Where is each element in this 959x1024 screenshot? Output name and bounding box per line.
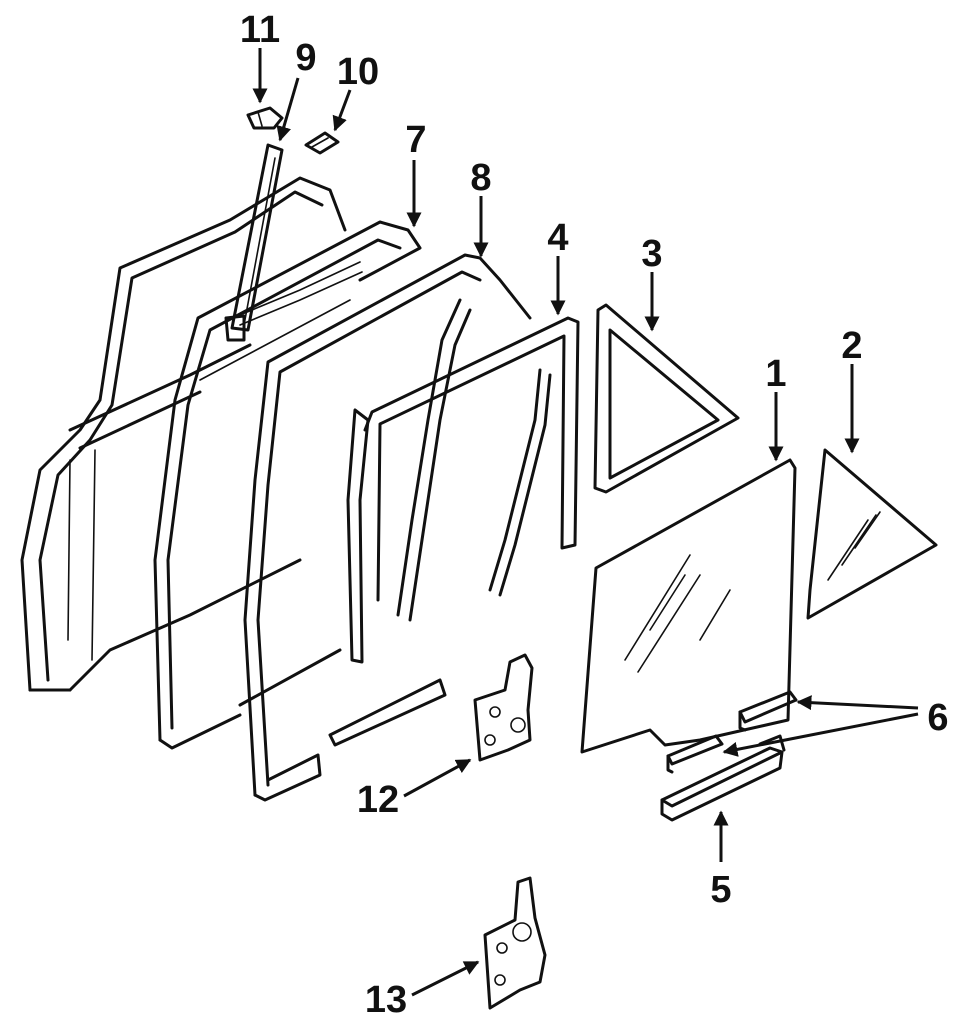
leader-12 xyxy=(403,758,472,798)
leader-13 xyxy=(411,960,480,997)
leader-6a xyxy=(796,695,919,711)
callout-13: 13 xyxy=(365,979,407,1021)
callout-9: 9 xyxy=(295,37,316,79)
callout-6: 6 xyxy=(927,697,948,739)
callout-labels: 11 9 10 7 8 4 3 1 2 6 5 12 13 xyxy=(240,9,949,1021)
door-shell xyxy=(20,176,347,692)
vent-frame-part-3 xyxy=(593,303,740,494)
lower-sash-part-5 xyxy=(660,734,786,822)
weatherstrip-part-8 xyxy=(243,253,532,802)
weatherstrip-part-7 xyxy=(153,220,422,750)
leader-6b xyxy=(722,712,919,757)
callout-3: 3 xyxy=(641,233,662,275)
callout-2: 2 xyxy=(841,325,862,367)
callout-5: 5 xyxy=(710,869,731,911)
door-glass-part-1 xyxy=(580,458,797,754)
callout-11: 11 xyxy=(240,9,280,51)
leader-10 xyxy=(332,89,352,132)
upper-hinge-part-12 xyxy=(473,653,534,762)
glass-run-channel-part-4 xyxy=(363,316,580,602)
callout-12: 12 xyxy=(357,779,399,821)
clip-part-10 xyxy=(304,131,340,155)
clip-part-11 xyxy=(246,106,284,130)
callout-1: 1 xyxy=(765,353,786,395)
callout-4: 4 xyxy=(547,217,568,259)
lower-hinge-part-13 xyxy=(483,876,547,1010)
leader-9 xyxy=(276,77,300,142)
vent-glass-part-2 xyxy=(806,448,938,620)
callout-8: 8 xyxy=(470,157,491,199)
sash-channels-part-6 xyxy=(666,690,798,774)
callout-10: 10 xyxy=(337,51,379,93)
callout-7: 7 xyxy=(405,119,426,161)
callout-leaders xyxy=(252,48,919,997)
